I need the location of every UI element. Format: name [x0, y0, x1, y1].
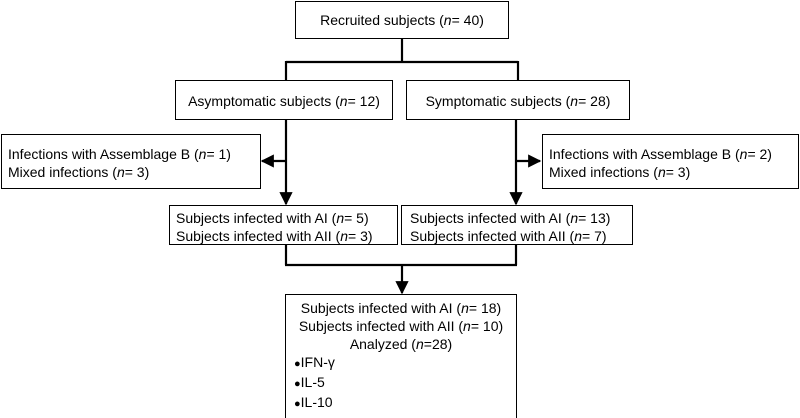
left-infected-ai: Subjects infected with AI (n= 5)	[176, 210, 369, 226]
asymptomatic-box: Asymptomatic subjects (n= 12)	[175, 80, 393, 120]
right-infected-box: Subjects infected with AI (n= 13) Subjec…	[401, 205, 633, 245]
symptomatic-label: Symptomatic subjects (n= 28)	[425, 93, 611, 109]
analyzed-total: Analyzed (n=28)	[349, 336, 453, 352]
recruited-box: Recruited subjects (n= 40)	[295, 1, 509, 39]
right-exclusion-box: Infections with Assemblage B (n= 2) Mixe…	[542, 134, 799, 189]
marker-il-5: ●IL-5	[294, 374, 325, 390]
right-exclusion-mixed: Mixed infections (n= 3)	[549, 164, 691, 180]
marker-il-10: ●IL-10	[294, 394, 333, 410]
left-exclusion-assemblage-b: Infections with Assemblage B (n= 1)	[8, 146, 231, 162]
bullet-icon: ●	[294, 378, 301, 390]
bullet-icon: ●	[294, 398, 301, 410]
recruited-label: Recruited subjects (n= 40)	[320, 12, 484, 28]
analyzed-ai: Subjects infected with AI (n= 18)	[300, 300, 502, 316]
left-exclusion-box: Infections with Assemblage B (n= 1) Mixe…	[1, 134, 261, 189]
analyzed-box: Subjects infected with AI (n= 18) Subjec…	[285, 294, 517, 418]
symptomatic-box: Symptomatic subjects (n= 28)	[406, 80, 630, 120]
marker-ifn-gamma: ●IFN-γ	[294, 354, 335, 370]
left-infected-aii: Subjects infected with AII (n= 3)	[176, 228, 373, 244]
left-infected-box: Subjects infected with AI (n= 5) Subject…	[169, 205, 398, 245]
bullet-icon: ●	[294, 358, 301, 370]
right-exclusion-assemblage-b: Infections with Assemblage B (n= 2)	[549, 146, 772, 162]
right-infected-aii: Subjects infected with AII (n= 7)	[410, 228, 607, 244]
left-exclusion-mixed: Mixed infections (n= 3)	[8, 164, 150, 180]
asymptomatic-label: Asymptomatic subjects (n= 12)	[188, 93, 380, 109]
right-infected-ai: Subjects infected with AI (n= 13)	[410, 210, 611, 226]
analyzed-aii: Subjects infected with AII (n= 10)	[298, 318, 504, 334]
